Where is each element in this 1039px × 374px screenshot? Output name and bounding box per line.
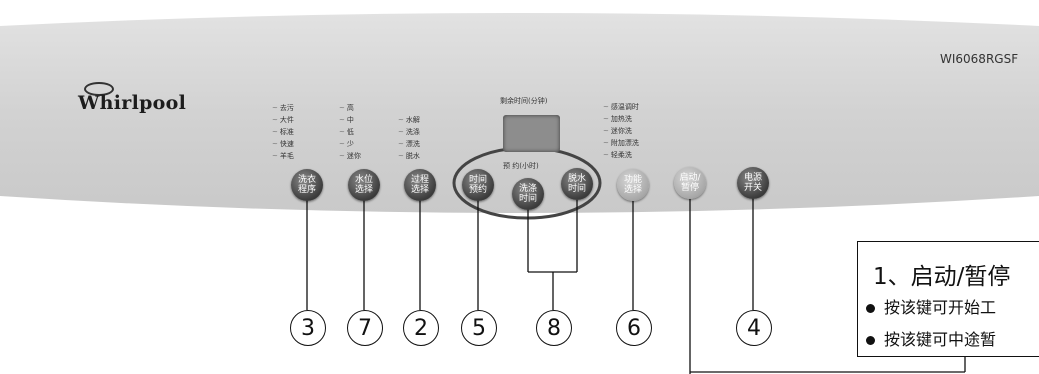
process-select-button[interactable]: 过程 选择	[404, 169, 436, 201]
wash-program-button[interactable]: 洗衣 程序	[291, 169, 323, 201]
start-pause-button[interactable]: 启动/ 暂停	[674, 167, 706, 199]
info-line-1: 按该键可开始工	[866, 294, 996, 318]
indicator-icon: ~	[603, 103, 609, 111]
remaining-time-label: 剩余时间(分钟)	[500, 97, 548, 105]
option-wash-5: ~羊毛	[272, 152, 294, 160]
indicator-icon: ~	[398, 116, 404, 124]
option-function-2: ~加热洗	[603, 115, 632, 123]
info-line-2: 按该键可中途暂	[866, 326, 996, 350]
time-display	[503, 115, 560, 152]
callout-6: 6	[616, 310, 652, 346]
option-process-2: ~洗涤	[398, 128, 420, 136]
water-level-button[interactable]: 水位 选择	[348, 169, 380, 201]
callout-7: 7	[347, 310, 383, 346]
option-function-5: ~轻柔洗	[603, 151, 632, 159]
indicator-icon: ~	[398, 152, 404, 160]
function-select-button[interactable]: 功能 选择	[617, 169, 649, 201]
callout-3: 3	[290, 310, 326, 346]
option-function-3: ~迷你洗	[603, 127, 632, 135]
brand-logo: Whirlpool	[78, 92, 187, 114]
option-function-4: ~附加漂洗	[603, 139, 639, 147]
indicator-icon: ~	[272, 104, 278, 112]
indicator-icon: ~	[272, 140, 278, 148]
indicator-icon: ~	[398, 128, 404, 136]
indicator-icon: ~	[339, 152, 345, 160]
indicator-icon: ~	[272, 128, 278, 136]
option-wash-4: ~快速	[272, 140, 294, 148]
indicator-icon: ~	[339, 128, 345, 136]
callout-4: 4	[736, 310, 772, 346]
option-wash-1: ~去污	[272, 104, 294, 112]
info-box	[857, 241, 1039, 357]
indicator-icon: ~	[339, 116, 345, 124]
callout-8: 8	[536, 310, 572, 346]
option-level-5: ~迷你	[339, 152, 361, 160]
power-button[interactable]: 电源 开关	[737, 167, 769, 199]
bullet-icon	[866, 336, 875, 345]
option-level-4: ~少	[339, 140, 354, 148]
reserve-time-button[interactable]: 时间 预约	[462, 169, 494, 201]
callout-5: 5	[461, 310, 497, 346]
bullet-icon	[866, 304, 875, 313]
reserve-hours-label: 预 约(小时)	[503, 162, 539, 170]
option-level-2: ~中	[339, 116, 354, 124]
option-function-1: ~感温调时	[603, 103, 639, 111]
option-process-3: ~漂洗	[398, 140, 420, 148]
wash-time-button[interactable]: 洗涤 时间	[512, 178, 544, 210]
indicator-icon: ~	[339, 104, 345, 112]
model-number: WI6068RGSF	[940, 52, 1019, 66]
info-title: 1、启动/暂停	[873, 264, 1011, 290]
option-wash-2: ~大件	[272, 116, 294, 124]
indicator-icon: ~	[272, 152, 278, 160]
option-process-4: ~脱水	[398, 152, 420, 160]
callout-2: 2	[403, 310, 439, 346]
indicator-icon: ~	[339, 140, 345, 148]
option-level-1: ~高	[339, 104, 354, 112]
spin-time-button[interactable]: 脱水 时间	[561, 168, 593, 200]
brand-logo-ring	[84, 82, 114, 96]
option-level-3: ~低	[339, 128, 354, 136]
option-process-1: ~水解	[398, 116, 420, 124]
option-wash-3: ~标准	[272, 128, 294, 136]
indicator-icon: ~	[272, 116, 278, 124]
indicator-icon: ~	[603, 151, 609, 159]
indicator-icon: ~	[603, 115, 609, 123]
indicator-icon: ~	[603, 127, 609, 135]
indicator-icon: ~	[398, 140, 404, 148]
indicator-icon: ~	[603, 139, 609, 147]
